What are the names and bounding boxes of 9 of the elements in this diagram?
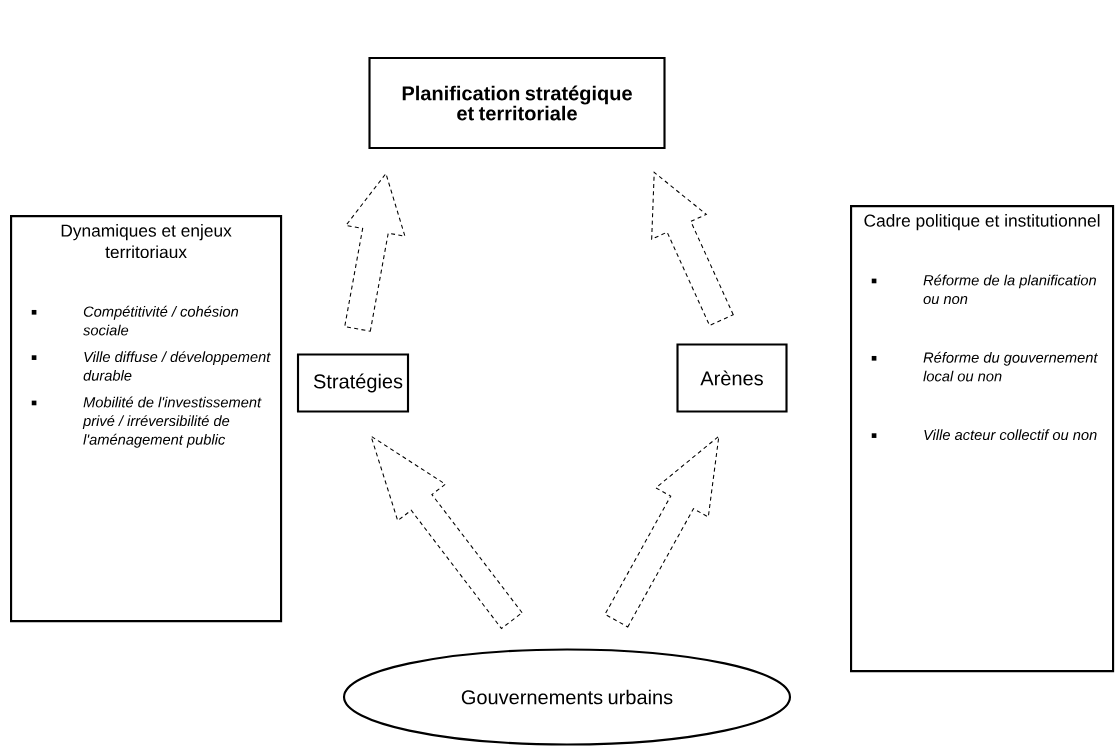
text-panel: Cadre politique et institutionnel Réforme de la planification ou non Réforme du gouvernement local ou non Ville acteur collectif ou non	[850, 205, 1115, 673]
text-panel: Dynamiques et enjeux territoriaux Compétitivité / cohésion sociale Ville diffuse / développement durable Mobilité de l'investissement privé / irréversibilité de l'aménagement public	[10, 215, 283, 623]
block-arrow	[344, 172, 406, 332]
block-arrow	[370, 434, 523, 630]
label-box: Stratégies	[296, 353, 410, 413]
label-box: Arènes	[676, 343, 788, 413]
block-arrow	[651, 171, 734, 327]
title-box: Planification stratégique et territoriale	[368, 56, 666, 150]
block-arrow	[604, 434, 720, 628]
